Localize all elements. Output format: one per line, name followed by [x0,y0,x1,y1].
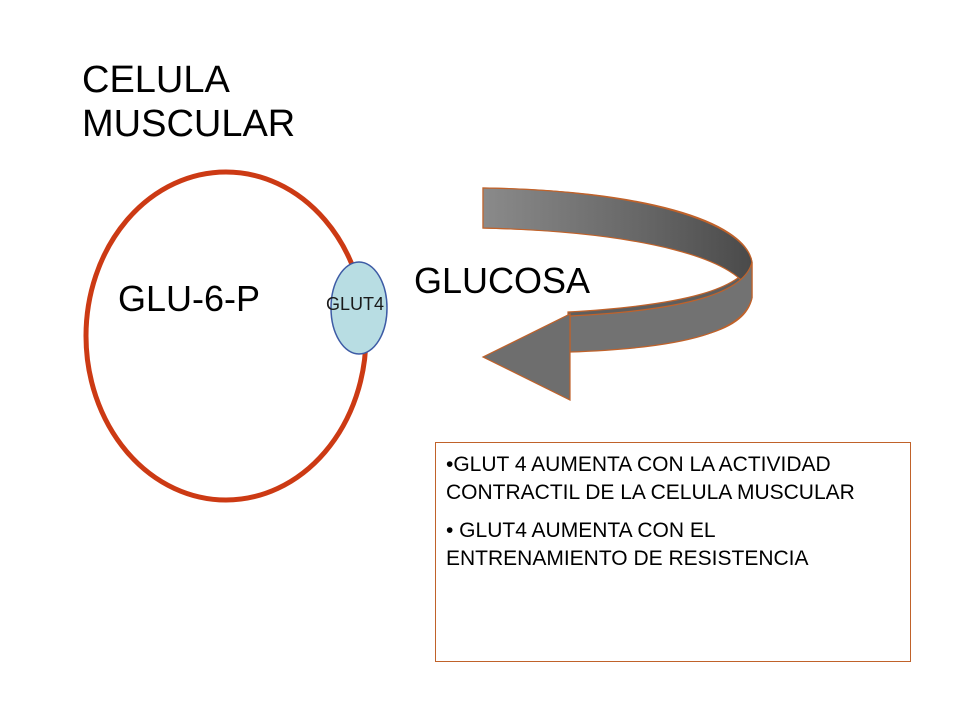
cell-inner-label: GLU-6-P [118,278,261,319]
curved-arrow-head [481,313,571,401]
note-item-1: •GLUT 4 AUMENTA CON LA ACTIVIDAD CONTRAC… [446,453,855,504]
title-line-2: MUSCULAR [82,103,296,145]
transporter-label: GLUT4 [326,294,385,314]
curved-arrow-bottom [569,261,753,353]
page-title: CELULA MUSCULAR [82,58,295,146]
cell-membrane [83,169,369,503]
substrate-label: GLUCOSA [414,260,591,301]
notes-box: •GLUT 4 AUMENTA CON LA ACTIVIDAD CONTRAC… [435,442,911,662]
note-item-2: • GLUT4 AUMENTA CON EL ENTRENAMIENTO DE … [446,519,809,570]
title-line-1: CELULA [82,59,230,101]
glut4-transporter [330,261,388,355]
